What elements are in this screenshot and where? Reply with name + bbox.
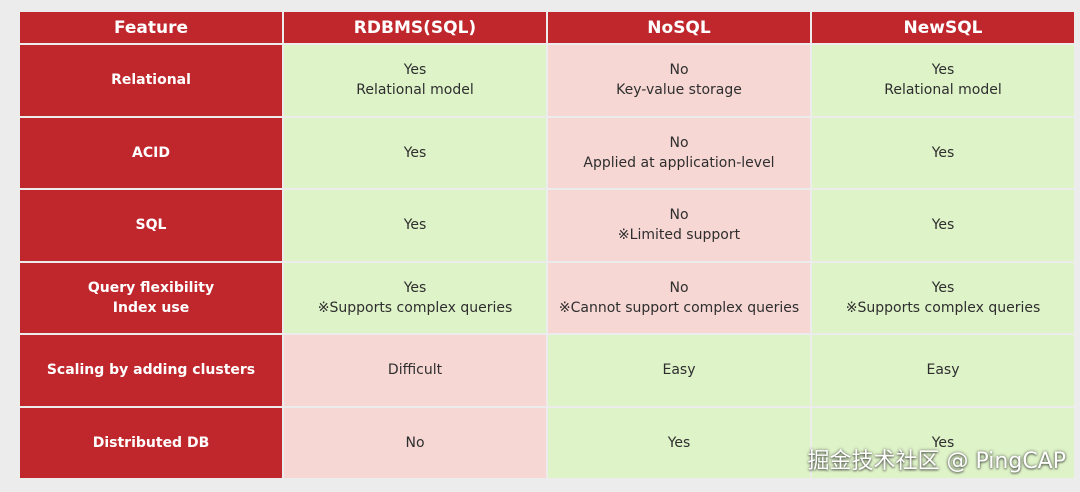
- cell-nosql-row-5: Easy: [548, 335, 810, 406]
- cell-text-line: ※Cannot support complex queries: [558, 299, 800, 316]
- cell-text-line: Yes: [403, 279, 427, 296]
- feature-label-line: Distributed DB: [92, 434, 210, 451]
- header-newsql: NewSQL: [812, 12, 1074, 43]
- feature-label-line: Relational: [111, 72, 191, 89]
- feature-label-row-5: Scaling by adding clusters: [20, 335, 282, 406]
- cell-newsql-row-6: Yes: [812, 407, 1074, 478]
- cell-text-line: No: [669, 279, 689, 296]
- cell-rdbms-row-6: No: [284, 407, 546, 478]
- cell-text-line: ※Limited support: [617, 227, 741, 244]
- cell-nosql-row-4: No ※Cannot support complex queries: [548, 262, 810, 333]
- cell-text-line: Yes: [931, 144, 955, 161]
- feature-label-line: ACID: [132, 144, 170, 161]
- cell-rdbms-row-3: Yes: [284, 190, 546, 261]
- cell-text-line: Difficult: [387, 362, 443, 379]
- cell-text-line: Relational model: [356, 82, 474, 99]
- cell-nosql-row-3: No ※Limited support: [548, 190, 810, 261]
- cell-text-line: ※Supports complex queries: [845, 299, 1041, 316]
- comparison-table: Feature RDBMS(SQL) NoSQL NewSQL Relation…: [20, 12, 1074, 480]
- watermark-text: 掘金技术社区 @ PingCAP: [807, 449, 1066, 474]
- feature-label-line: Index use: [112, 299, 190, 316]
- cell-text-line: Yes: [931, 62, 955, 79]
- cell-newsql-row-2: Yes: [812, 117, 1074, 188]
- cell-text-line: Applied at application-level: [583, 154, 775, 171]
- cell-text-line: No: [669, 134, 689, 151]
- cell-text-line: Easy: [662, 362, 696, 379]
- cell-text-line: Yes: [931, 279, 955, 296]
- cell-text-line: Key-value storage: [616, 82, 742, 99]
- cell-newsql-row-5: Easy: [812, 335, 1074, 406]
- cell-text-line: Easy: [926, 362, 960, 379]
- cell-text-line: No: [669, 62, 689, 79]
- header-feature: Feature: [20, 12, 282, 43]
- cell-text-line: Yes: [931, 217, 955, 234]
- cell-text-line: Yes: [667, 434, 691, 451]
- feature-label-row-1: Relational: [20, 45, 282, 116]
- feature-label-row-3: SQL: [20, 190, 282, 261]
- feature-label-line: Query flexibility: [87, 279, 215, 296]
- feature-label-row-2: ACID: [20, 117, 282, 188]
- cell-text-line: ※Supports complex queries: [317, 299, 513, 316]
- cell-text-line: No: [669, 207, 689, 224]
- cell-rdbms-row-5: Difficult: [284, 335, 546, 406]
- header-rdbms: RDBMS(SQL): [284, 12, 546, 43]
- cell-text-line: Yes: [403, 217, 427, 234]
- cell-newsql-row-4: Yes ※Supports complex queries: [812, 262, 1074, 333]
- cell-text-line: Yes: [403, 144, 427, 161]
- feature-label-line: Scaling by adding clusters: [46, 362, 256, 379]
- cell-text-line: No: [405, 434, 425, 451]
- cell-rdbms-row-2: Yes: [284, 117, 546, 188]
- feature-label-row-6: Distributed DB: [20, 407, 282, 478]
- feature-label-line: SQL: [135, 217, 167, 234]
- cell-nosql-row-6: Yes: [548, 407, 810, 478]
- cell-rdbms-row-4: Yes ※Supports complex queries: [284, 262, 546, 333]
- cell-text-line: Yes: [931, 434, 955, 451]
- cell-text-line: Yes: [403, 62, 427, 79]
- cell-text-line: Relational model: [884, 82, 1002, 99]
- cell-newsql-row-3: Yes: [812, 190, 1074, 261]
- header-nosql: NoSQL: [548, 12, 810, 43]
